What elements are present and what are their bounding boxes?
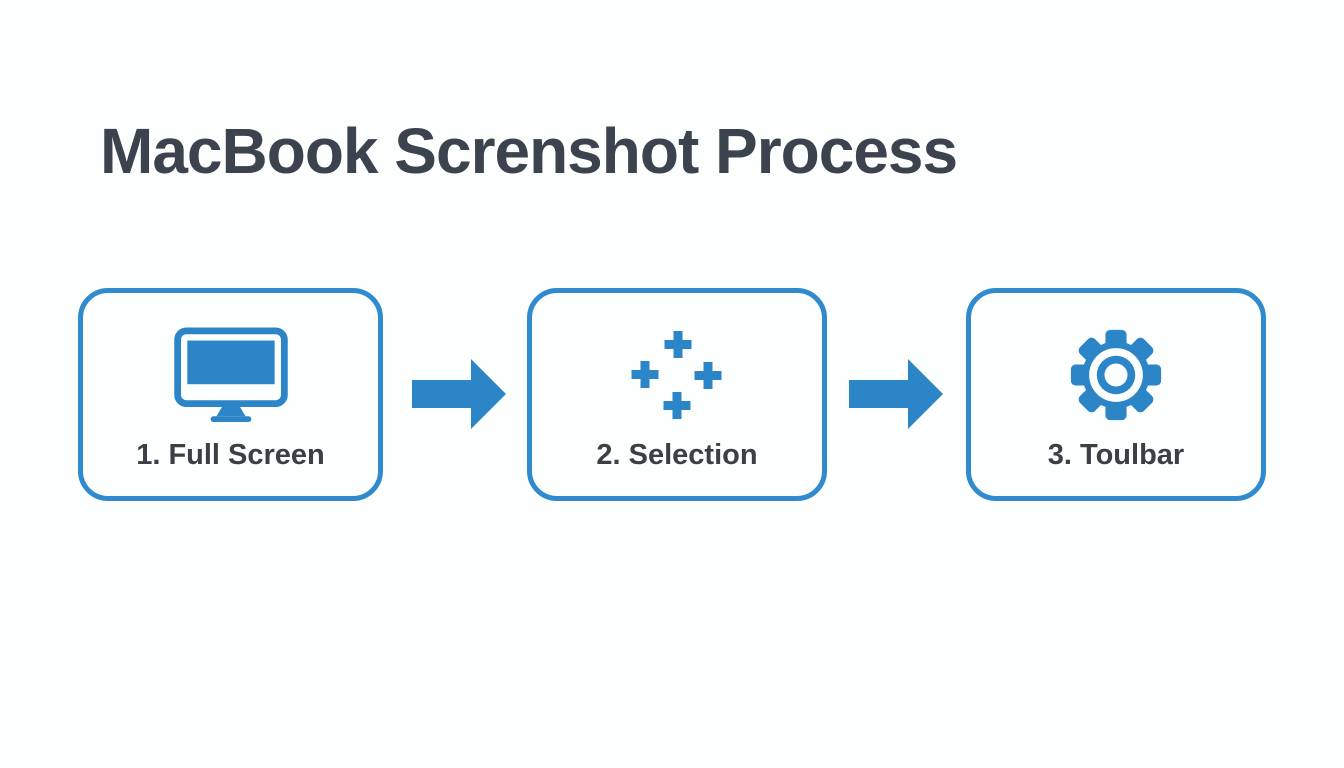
step-label: 2. Selection <box>596 439 758 471</box>
arrow-right-icon <box>849 359 943 429</box>
step-box-full-screen: 1. Full Screen <box>78 288 383 501</box>
monitor-icon <box>172 326 290 423</box>
page-title: MacBook Screnshot Process <box>100 115 958 187</box>
step-box-toolbar: 3. Toulbar <box>966 288 1266 501</box>
step-label: 1. Full Screen <box>136 439 325 471</box>
step-label: 3. Toulbar <box>1047 439 1185 471</box>
arrow-right-icon <box>412 359 506 429</box>
selection-crosshairs-icon <box>631 326 723 423</box>
gear-icon <box>1068 326 1164 423</box>
step-box-selection: 2. Selection <box>527 288 827 501</box>
